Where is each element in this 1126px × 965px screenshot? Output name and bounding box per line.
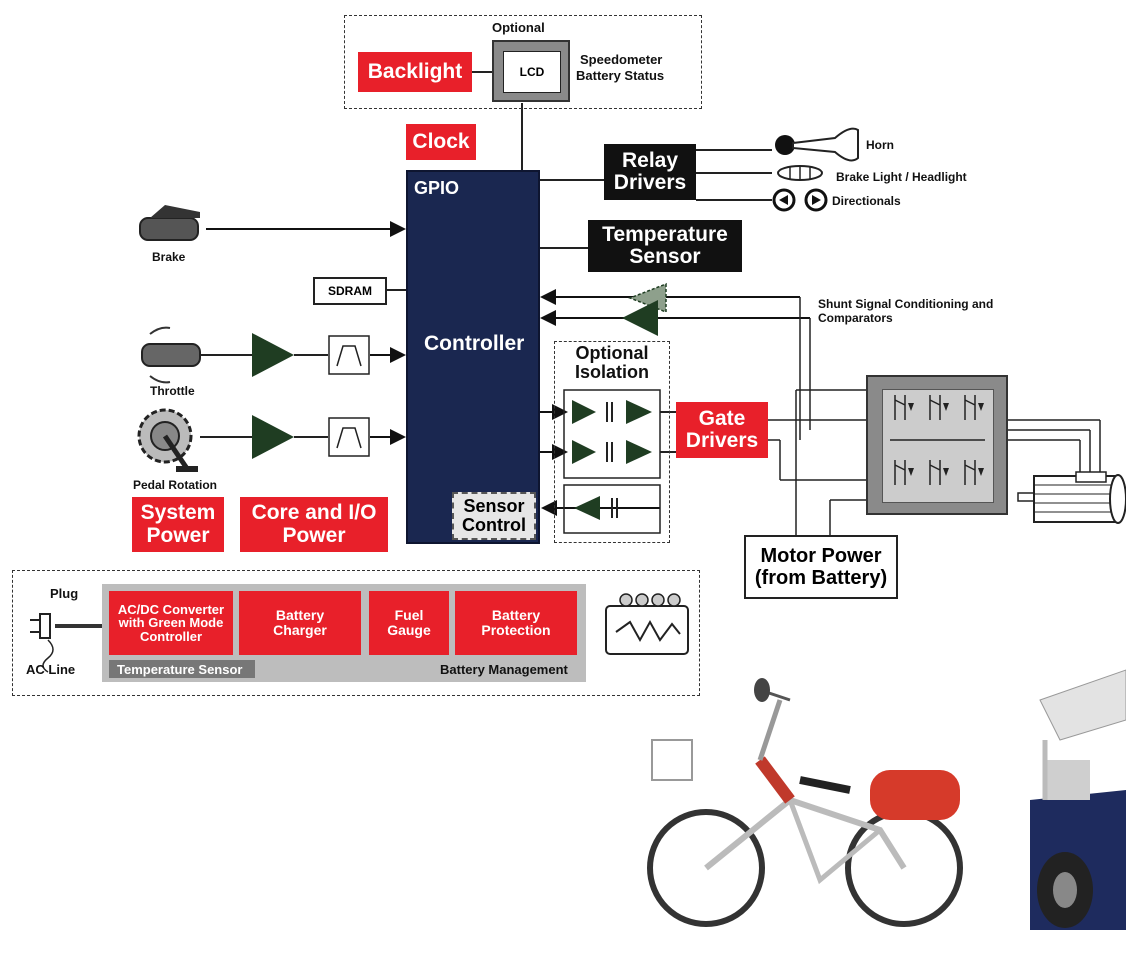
system-power-line1: System <box>140 501 216 525</box>
acdc-converter-block: AC/DC Converter with Green Mode Controll… <box>109 591 233 655</box>
isolation-line1: Optional <box>575 343 649 363</box>
gpio-label: GPIO <box>414 178 460 198</box>
battery-mgmt-title: Battery Management <box>440 662 568 677</box>
system-power-block: System Power <box>132 497 224 552</box>
temperature-sensor-bar: Temperature Sensor <box>109 660 255 678</box>
ac-line-label: AC Line <box>26 662 76 677</box>
shunt-label-1: Shunt Signal Conditioning and <box>818 297 994 311</box>
fuel-gauge-block: Fuel Gauge <box>369 591 449 655</box>
isolation-line2: Isolation <box>574 361 649 382</box>
directionals-label: Directionals <box>832 194 901 208</box>
brake-label: Brake <box>152 250 186 264</box>
core-io-power-block: Core and I/O Power <box>240 497 388 552</box>
relay-line1: Relay <box>621 148 679 172</box>
horn-label: Horn <box>866 138 894 152</box>
lcd-caption-2: Battery Status <box>576 68 665 83</box>
shunt-label-2: Comparators <box>818 311 893 325</box>
temperature-sensor-block: Temperature Sensor <box>588 220 742 272</box>
relay-drivers-block: Relay Drivers <box>604 144 696 200</box>
charger-line1: Battery <box>275 607 325 624</box>
sensor-control-line2: Control <box>462 515 526 535</box>
system-power-line2: Power <box>146 523 210 547</box>
lcd-label: LCD <box>519 65 545 79</box>
sdram-label: SDRAM <box>328 284 372 298</box>
acdc-line2: with Green Mode <box>118 615 224 631</box>
acdc-line1: AC/DC Converter <box>117 601 225 617</box>
brake-light-label: Brake Light / Headlight <box>836 170 967 184</box>
relay-line2: Drivers <box>613 171 687 194</box>
motor-power-line2: (from Battery) <box>754 567 888 589</box>
clock-label: Clock <box>412 129 470 153</box>
isolation-heading: Optional Isolation <box>568 344 656 382</box>
pedal-label: Pedal Rotation <box>133 478 218 492</box>
lcd-block: LCD <box>492 40 570 102</box>
fuel-line2: Gauge <box>387 622 431 638</box>
battery-charger-block: Battery Charger <box>239 591 361 655</box>
charger-line2: Charger <box>273 622 327 638</box>
optional-isolation-group <box>554 341 670 543</box>
plug-label: Plug <box>50 586 79 601</box>
core-power-line1: Core and I/O <box>251 501 377 525</box>
controller-block: GPIO Controller Sensor Control <box>406 170 540 544</box>
controller-label: Controller <box>424 332 525 355</box>
battery-protection-block: Battery Protection <box>455 591 577 655</box>
acdc-line3: Controller <box>139 628 203 644</box>
sensor-control-block: Sensor Control <box>452 492 536 540</box>
temp-sensor-bar-label: Temperature Sensor <box>117 661 243 677</box>
motor-power-line1: Motor Power <box>760 545 882 567</box>
motor-power-block: Motor Power (from Battery) <box>744 535 898 599</box>
fuel-line1: Fuel <box>394 607 424 624</box>
temp-line1: Temperature <box>602 222 728 246</box>
throttle-label: Throttle <box>150 384 195 398</box>
lcd-screen: LCD <box>503 51 561 93</box>
gate-line2: Drivers <box>685 429 759 452</box>
protection-line2: Protection <box>481 622 551 638</box>
backlight-block: Backlight <box>358 52 472 92</box>
optional-heading: Optional <box>492 20 545 35</box>
backlight-label: Backlight <box>367 59 463 83</box>
sensor-control-line1: Sensor <box>463 496 525 517</box>
temp-line2: Sensor <box>629 245 701 268</box>
lcd-caption-1: Speedometer <box>580 52 663 67</box>
sdram-block: SDRAM <box>313 277 387 305</box>
gate-line1: Gate <box>698 406 746 430</box>
inverter-block <box>866 375 1008 515</box>
optional-display-group <box>344 15 702 109</box>
core-power-line2: Power <box>282 523 346 547</box>
clock-block: Clock <box>406 124 476 160</box>
gate-drivers-block: Gate Drivers <box>676 402 768 458</box>
inverter-inner <box>882 389 994 503</box>
battery-management-group <box>12 570 700 696</box>
protection-line1: Battery <box>491 607 541 624</box>
